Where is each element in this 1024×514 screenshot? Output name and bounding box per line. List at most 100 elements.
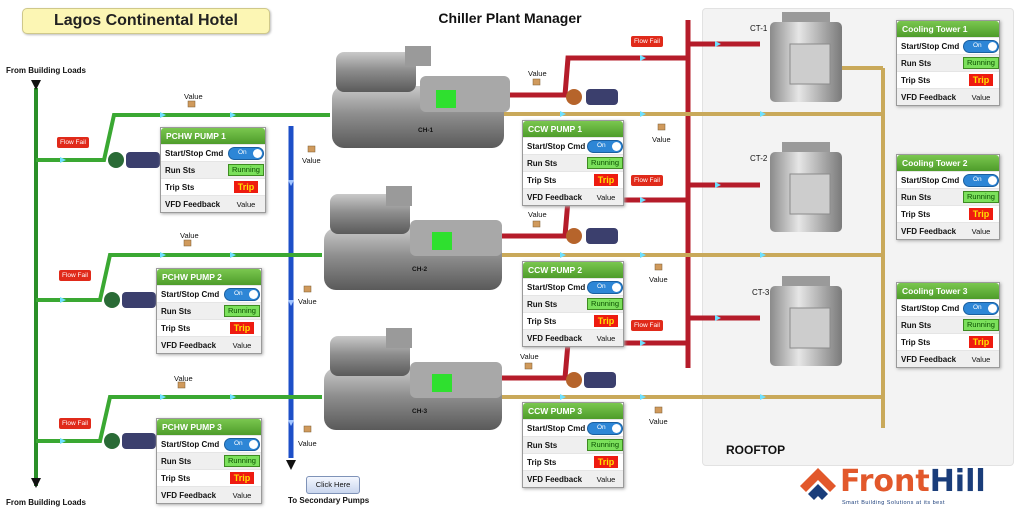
row-label: Start/Stop Cmd (527, 141, 586, 151)
row-label: Run Sts (161, 456, 192, 466)
click-here-button[interactable]: Click Here (306, 476, 360, 494)
value-readout: Value (298, 297, 317, 306)
arrow-down-icon (286, 460, 296, 470)
valve-icon (524, 362, 533, 370)
chiller-icon (324, 328, 502, 430)
valve-icon (532, 220, 541, 228)
pump-icon (566, 89, 618, 105)
valve-icon (187, 100, 196, 108)
start-stop-toggle[interactable]: On (224, 437, 260, 451)
row-label: Trip Sts (527, 316, 557, 326)
row-label: Run Sts (901, 320, 932, 330)
panel-title: PCHW PUMP 1 (161, 128, 265, 144)
row-label: Trip Sts (527, 175, 557, 185)
trip-status-badge: Trip (229, 322, 255, 334)
chiller-label: CH-3 (412, 408, 428, 415)
start-stop-toggle[interactable]: On (963, 39, 999, 53)
value-readout: Value (520, 352, 539, 361)
fronthill-logo-icon (800, 468, 836, 500)
start-stop-toggle[interactable]: On (587, 421, 623, 435)
trip-status-badge: Trip (593, 174, 619, 186)
start-stop-toggle[interactable]: On (963, 173, 999, 187)
row-label: Start/Stop Cmd (901, 175, 960, 185)
flow-fail-alarm: Flow Fail (631, 320, 664, 331)
trip-status-badge: Trip (593, 456, 619, 468)
run-status-badge: Running (587, 298, 623, 310)
valve-icon (303, 285, 312, 293)
row-label: VFD Feedback (901, 354, 957, 364)
cooling-tower-icon (770, 276, 842, 366)
row-label: Trip Sts (161, 323, 191, 333)
run-status-badge: Running (963, 191, 999, 203)
start-stop-toggle[interactable]: On (224, 287, 260, 301)
rooftop-label: ROOFTOP (726, 443, 786, 457)
row-label: Start/Stop Cmd (161, 439, 220, 449)
valve-icon (307, 145, 316, 153)
value-readout: Value (298, 439, 317, 448)
valve-icon (657, 123, 666, 131)
value-readout: Value (302, 156, 321, 165)
row-label: VFD Feedback (901, 92, 957, 102)
trip-status-badge: Trip (233, 181, 259, 193)
start-stop-toggle[interactable]: On (587, 280, 623, 294)
start-stop-toggle[interactable]: On (587, 139, 623, 153)
pump-icon (566, 372, 616, 388)
row-label: VFD Feedback (901, 226, 957, 236)
value-readout: Value (649, 417, 668, 426)
cooling-tower-label: CT-2 (750, 154, 768, 163)
chiller-label: CH-2 (412, 266, 428, 273)
start-stop-toggle[interactable]: On (963, 301, 999, 315)
hotel-name: Lagos Continental Hotel (22, 8, 270, 34)
chiller-icon (332, 46, 510, 148)
trip-status-badge: Trip (968, 336, 994, 348)
valve-icon (654, 263, 663, 271)
trip-status-badge: Trip (968, 208, 994, 220)
valve-icon (303, 425, 312, 433)
value-readout: Value (649, 275, 668, 284)
row-label: Run Sts (165, 165, 196, 175)
start-stop-toggle[interactable]: On (228, 146, 264, 160)
valve-icon (177, 381, 186, 389)
value-readout: Value (528, 69, 547, 78)
row-label: VFD Feedback (527, 333, 583, 343)
run-status-badge: Running (587, 157, 623, 169)
flow-fail-alarm: Flow Fail (59, 270, 92, 281)
vfd-feedback-value: Value (971, 226, 991, 236)
pump-icon (108, 152, 160, 168)
flow-fail-alarm: Flow Fail (631, 175, 664, 186)
vfd-feedback-value: Value (596, 333, 616, 343)
chiller-label: CH-1 (418, 127, 434, 134)
row-label: Trip Sts (901, 209, 931, 219)
row-label: VFD Feedback (165, 199, 221, 209)
cooling-tower-label: CT-3 (752, 288, 770, 297)
trip-status-badge: Trip (229, 472, 255, 484)
vfd-feedback-value: Value (232, 490, 252, 500)
cooling-tower-label: CT-1 (750, 24, 768, 33)
run-status-badge: Running (963, 57, 999, 69)
panel-title: CCW PUMP 3 (523, 403, 623, 419)
row-label: Run Sts (901, 192, 932, 202)
pump-icon (104, 292, 156, 308)
from-building-loads-label: From Building Loads (6, 66, 86, 75)
value-readout: Value (174, 374, 193, 383)
row-label: Start/Stop Cmd (165, 148, 224, 158)
vfd-feedback-value: Value (596, 192, 616, 202)
page-title: Chiller Plant Manager (438, 10, 582, 26)
row-label: Run Sts (527, 158, 558, 168)
run-status-badge: Running (963, 319, 999, 331)
row-label: VFD Feedback (527, 192, 583, 202)
flow-fail-alarm: Flow Fail (59, 418, 92, 429)
pump-icon (566, 228, 618, 244)
panel-title: CCW PUMP 1 (523, 121, 623, 137)
flow-fail-alarm: Flow Fail (57, 137, 90, 148)
row-label: Start/Stop Cmd (901, 41, 960, 51)
row-label: VFD Feedback (161, 490, 217, 500)
arrow-down-icon (31, 80, 41, 90)
